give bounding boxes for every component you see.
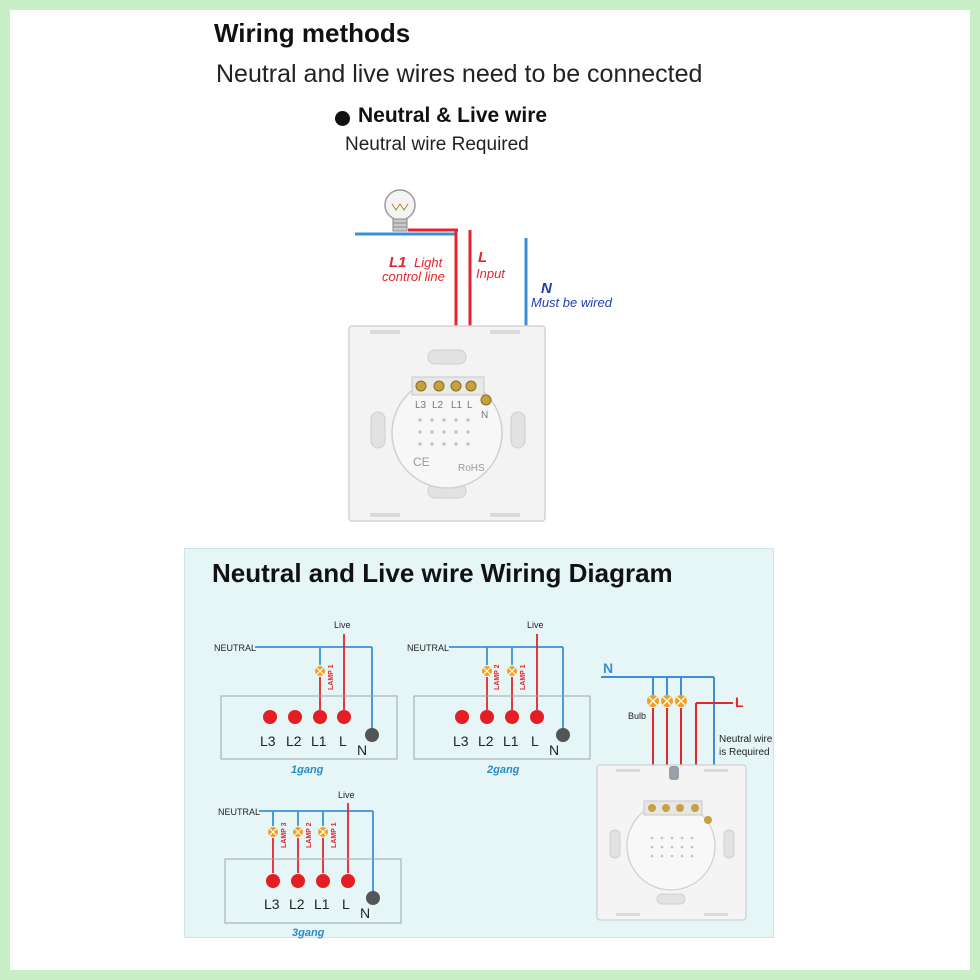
l-text: Input bbox=[476, 266, 506, 281]
gang1-diagram: NEUTRAL Live LAMP 1 L3 L2 L1 L N 1gang bbox=[214, 620, 398, 776]
l1-code: L1 bbox=[389, 254, 407, 271]
gang2-terminal-n: N bbox=[549, 742, 559, 758]
switch-back-plate bbox=[348, 325, 546, 522]
photo-note-1: Neutral wire bbox=[719, 734, 773, 745]
page-title: Wiring methods bbox=[214, 18, 411, 48]
gang3-terminal-n: N bbox=[360, 905, 370, 921]
gang2-terminal-l: L bbox=[531, 733, 539, 749]
gang1-terminal-l3: L3 bbox=[260, 733, 276, 749]
l1-text-1: Light bbox=[414, 255, 444, 270]
gang1-lamp1-label: LAMP 1 bbox=[328, 664, 335, 690]
gang3-terminal-l2: L2 bbox=[289, 896, 305, 912]
page-subtitle: Neutral and live wires need to be connec… bbox=[216, 60, 703, 88]
gang3-diagram: NEUTRAL Live LAMP 3 LAMP 2 LAMP 1 L3 L2 … bbox=[218, 790, 402, 939]
gang2-caption: 2gang bbox=[486, 764, 520, 776]
photo-bulb-label: Bulb bbox=[628, 711, 646, 721]
gang2-neutral-label: NEUTRAL bbox=[407, 643, 449, 653]
rohs-mark: RoHS bbox=[458, 463, 485, 474]
gang2-live-label: Live bbox=[527, 620, 544, 630]
section-heading: Neutral & Live wire bbox=[358, 104, 548, 127]
gang1-caption: 1gang bbox=[291, 764, 324, 776]
photo-wiring: N L Bulb Neutral wire is Required bbox=[596, 660, 773, 921]
gang3-neutral-label: NEUTRAL bbox=[218, 807, 260, 817]
gang3-terminal-l: L bbox=[342, 896, 350, 912]
light-bulb-icon bbox=[384, 189, 416, 232]
ce-mark: CE bbox=[413, 455, 430, 469]
top-terminal-l2: L2 bbox=[432, 400, 444, 411]
top-terminal-l: L bbox=[467, 400, 473, 411]
n-text: Must be wired bbox=[531, 295, 613, 310]
gang3-lamp3-label: LAMP 3 bbox=[281, 822, 288, 848]
gang1-terminal-n: N bbox=[357, 742, 367, 758]
top-terminal-l3: L3 bbox=[415, 400, 427, 411]
gang1-terminal-l1: L1 bbox=[311, 733, 327, 749]
l1-text-2: control line bbox=[382, 269, 445, 284]
gang3-lamp2-label: LAMP 2 bbox=[306, 822, 313, 848]
panel-title: Neutral and Live wire Wiring Diagram bbox=[212, 558, 673, 588]
gang2-terminal-l1: L1 bbox=[503, 733, 519, 749]
gang1-terminal-l2: L2 bbox=[286, 733, 302, 749]
gang2-terminal-l2: L2 bbox=[478, 733, 494, 749]
photo-note-2: is Required bbox=[719, 747, 770, 758]
gang2-lamp1-label: LAMP 1 bbox=[520, 664, 527, 690]
section-subheading: Neutral wire Required bbox=[345, 134, 529, 155]
l-code: L bbox=[478, 249, 487, 266]
bullet-icon bbox=[335, 111, 350, 126]
gang3-live-label: Live bbox=[338, 790, 355, 800]
gang3-terminal-l1: L1 bbox=[314, 896, 330, 912]
top-terminal-n: N bbox=[481, 410, 488, 421]
top-terminal-l1: L1 bbox=[451, 400, 463, 411]
photo-l-label: L bbox=[735, 694, 744, 710]
gang3-terminal-l3: L3 bbox=[264, 896, 280, 912]
gang2-terminal-l3: L3 bbox=[453, 733, 469, 749]
gang2-lamp2-label: LAMP 2 bbox=[494, 664, 501, 690]
gang2-diagram: NEUTRAL Live LAMP 2 LAMP 1 L3 L2 L1 L N … bbox=[407, 620, 591, 776]
n-code: N bbox=[541, 280, 553, 297]
top-terminal-labels: L3 L2 L1 L N bbox=[415, 400, 488, 421]
top-wiring-diagram: L1 Light control line L Input N Must be … bbox=[348, 189, 613, 522]
gang3-lamp1-label: LAMP 1 bbox=[331, 822, 338, 848]
gang1-live-label: Live bbox=[334, 620, 351, 630]
photo-n-label: N bbox=[603, 660, 613, 676]
gang1-neutral-label: NEUTRAL bbox=[214, 643, 256, 653]
gang3-caption: 3gang bbox=[292, 927, 325, 939]
gang1-terminal-l: L bbox=[339, 733, 347, 749]
